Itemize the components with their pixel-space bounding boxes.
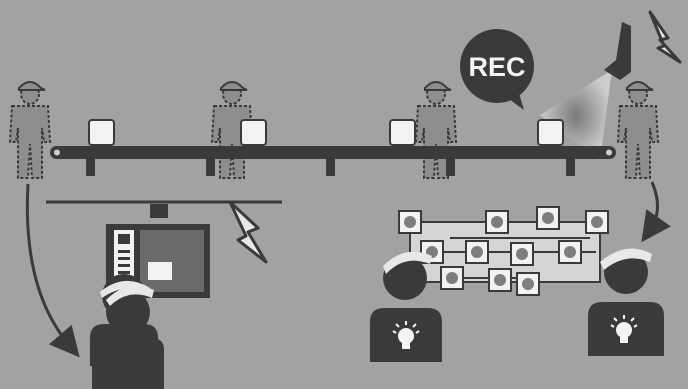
product-box xyxy=(390,120,415,145)
product-box xyxy=(538,120,563,145)
product-box xyxy=(89,120,114,145)
product-box xyxy=(241,120,266,145)
rec-label: REC xyxy=(468,52,525,82)
